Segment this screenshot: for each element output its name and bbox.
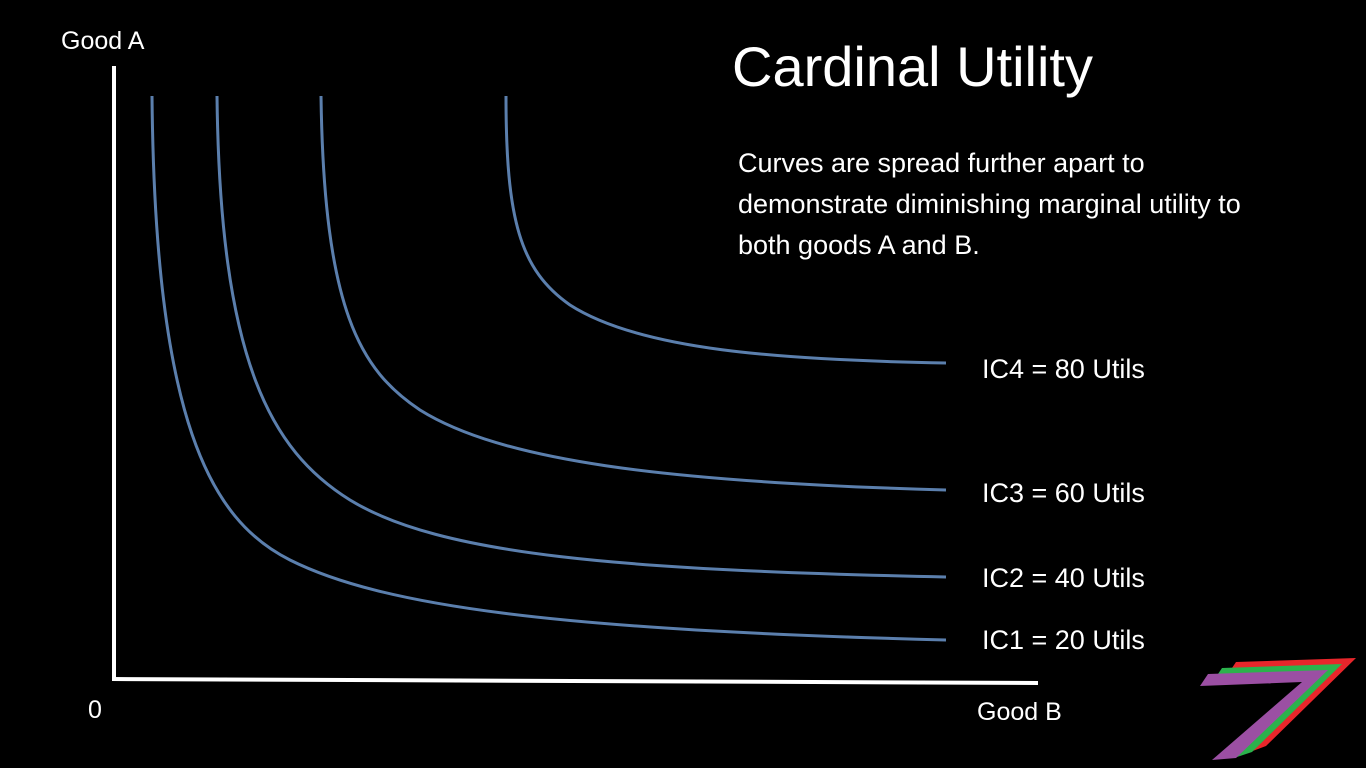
curve-label-ic3: IC3 = 60 Utils <box>982 478 1145 508</box>
curve-ic2 <box>215 95 947 579</box>
y-axis-label: Good A <box>61 27 145 55</box>
curve-ic1 <box>150 95 947 642</box>
curve-label-ic4: IC4 = 80 Utils <box>982 354 1145 384</box>
curve-label-ic2: IC2 = 40 Utils <box>982 563 1145 593</box>
x-axis-label: Good B <box>977 698 1062 726</box>
curve-ic3 <box>319 95 947 492</box>
curve-label-ic1: IC1 = 20 Utils <box>982 625 1145 655</box>
description-text: Curves are spread further apart to demon… <box>738 148 1241 260</box>
slide-title: Cardinal Utility <box>732 35 1093 98</box>
origin-label: 0 <box>88 696 102 724</box>
x-axis <box>111 677 1039 685</box>
stripe-7-logo <box>1200 658 1356 760</box>
curve-ic4 <box>504 95 947 365</box>
